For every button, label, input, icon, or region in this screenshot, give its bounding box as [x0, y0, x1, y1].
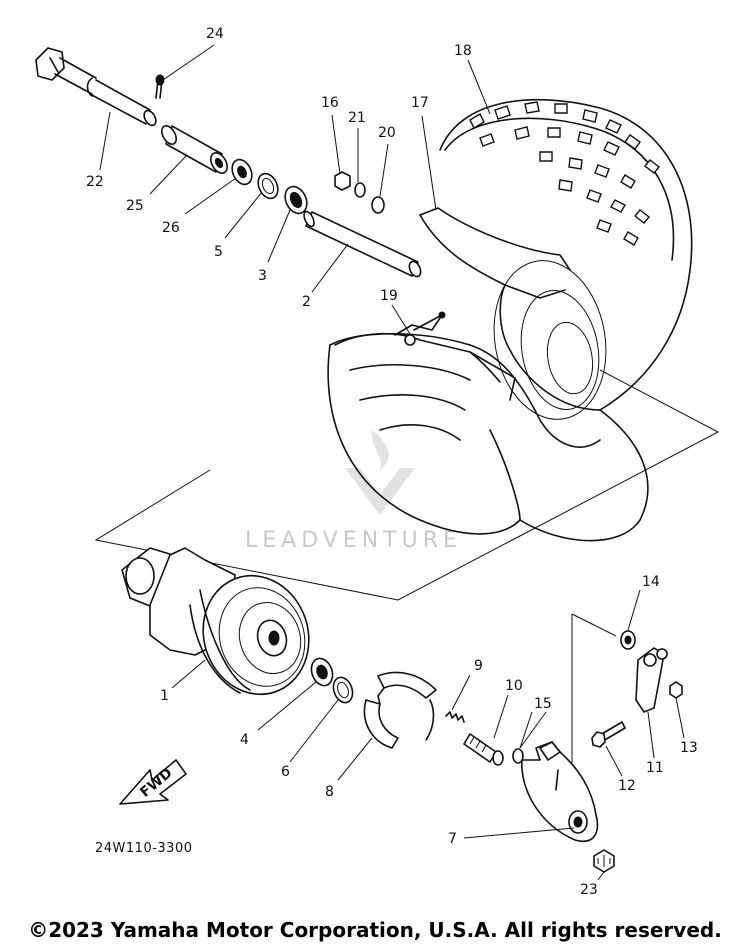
oil-seal	[231, 158, 253, 186]
part-label-5: 5	[214, 244, 223, 260]
wheel-inner-half	[334, 311, 516, 441]
part-label-12: 12	[618, 778, 636, 794]
oil-seal-6	[332, 676, 354, 704]
part-label-14: 14	[642, 574, 660, 590]
part-label-1: 1	[160, 688, 169, 704]
axle-nut	[593, 849, 615, 873]
collar	[160, 125, 228, 174]
part-label-25: 25	[126, 198, 144, 214]
brake-camshaft	[463, 733, 504, 766]
part-label-20: 20	[378, 125, 396, 141]
part-label-19: 19	[380, 288, 398, 304]
forward-arrow: FWD	[119, 759, 187, 805]
bearing-4	[310, 657, 334, 687]
part-label-10: 10	[505, 678, 523, 694]
part-label-18: 18	[454, 43, 472, 59]
watermark: LEADVENTURE	[245, 430, 462, 553]
part-label-13: 13	[680, 740, 698, 756]
collar-14	[620, 630, 636, 650]
bearing-3	[284, 185, 308, 215]
cotter-pin	[155, 74, 165, 99]
copyright-notice: ©2023 Yamaha Motor Corporation, U.S.A. A…	[28, 918, 722, 942]
part-label-23: 23	[580, 882, 598, 898]
bolt-12	[591, 721, 626, 748]
part-label-15: 15	[534, 696, 552, 712]
brake-cam-lever	[635, 647, 668, 713]
tire	[327, 98, 693, 542]
part-label-8: 8	[325, 784, 334, 800]
nut-13	[669, 681, 683, 699]
nut-16	[334, 171, 351, 191]
part-label-22: 22	[86, 174, 104, 190]
part-label-16: 16	[321, 95, 339, 111]
brake-shoes	[363, 671, 437, 749]
wheel-outer-half	[419, 207, 607, 420]
part-label-9: 9	[474, 658, 483, 674]
part-label-6: 6	[281, 764, 290, 780]
brake-spring	[445, 711, 465, 723]
part-label-17: 17	[411, 95, 429, 111]
brake-drum-hub	[121, 547, 310, 696]
part-label-3: 3	[258, 268, 267, 284]
part-number-labels: 24 22 25 26 5 3 2 16 21 20 17 18 19 1 4 …	[86, 26, 698, 898]
bearing-5	[257, 172, 279, 200]
part-label-7: 7	[448, 831, 457, 847]
washer-20	[371, 196, 385, 214]
spacer	[303, 210, 422, 278]
axle-bolt	[35, 47, 157, 127]
part-label-26: 26	[162, 220, 180, 236]
leader-lines	[99, 44, 685, 881]
part-label-21: 21	[348, 110, 366, 126]
watermark-text: LEADVENTURE	[245, 528, 462, 553]
drawing-code: 24W110-3300	[95, 841, 192, 856]
part-label-2: 2	[302, 294, 311, 310]
part-label-24: 24	[206, 26, 224, 42]
o-ring	[512, 748, 524, 764]
part-label-4: 4	[240, 732, 249, 748]
brake-shoe-plate	[521, 741, 599, 843]
part-label-11: 11	[646, 760, 664, 776]
washer-21	[354, 182, 366, 198]
